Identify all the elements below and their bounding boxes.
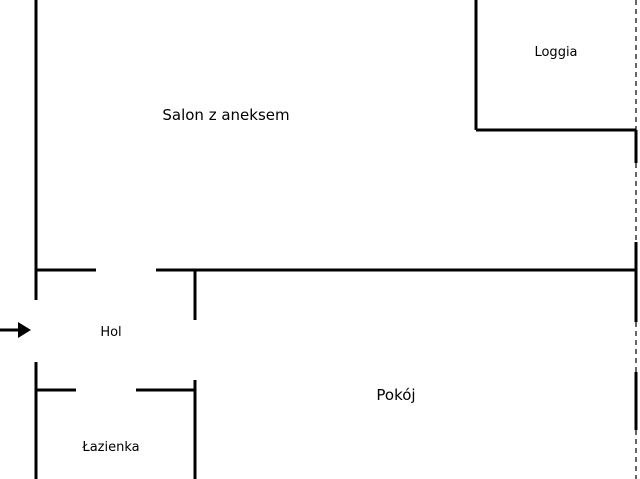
room-label-pokoj: Pokój (376, 386, 415, 404)
entrance-arrow-icon (0, 322, 31, 338)
entrance-arrow-head (18, 322, 31, 338)
room-label-salon: Salon z aneksem (162, 106, 289, 124)
room-label-hol: Hol (100, 325, 121, 340)
walls (34, 0, 638, 479)
room-label-loggia: Loggia (534, 45, 577, 60)
room-label-lazienka: Łazienka (81, 440, 139, 455)
room-labels: Salon z aneksem Loggia Hol Pokój Łazienk… (81, 45, 577, 455)
